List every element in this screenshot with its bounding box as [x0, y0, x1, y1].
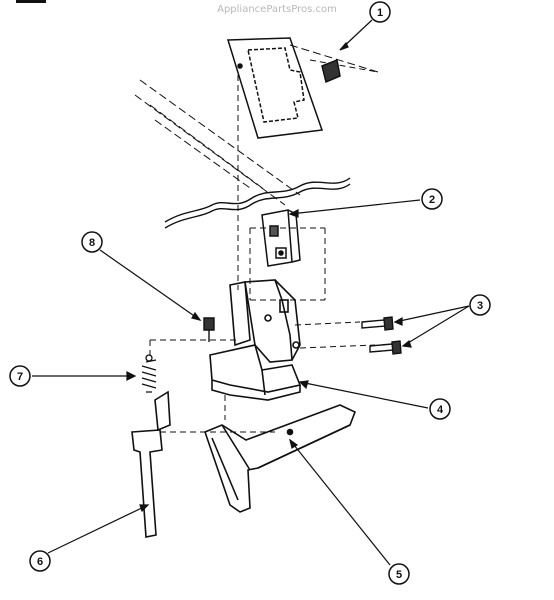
corner-mark	[16, 0, 46, 3]
callout-1: 1	[369, 1, 391, 23]
leader-lines	[32, 19, 470, 566]
part-6-actuator-rod	[131, 390, 171, 538]
part-7-spring	[141, 354, 157, 393]
part-1-lock-bezel	[226, 37, 341, 139]
callout-1-label: 1	[377, 7, 383, 19]
part-3-screws	[361, 316, 402, 355]
callout-4: 4	[429, 398, 451, 420]
callout-2-label: 2	[429, 194, 435, 206]
cabinet-outline	[134, 44, 379, 229]
callout-2: 2	[421, 188, 443, 210]
watermark-text: AppliancePartsPros.com	[217, 4, 337, 15]
part-8-screw	[203, 317, 215, 342]
callout-3-label: 3	[477, 300, 483, 312]
callout-7-label: 7	[17, 371, 23, 383]
callout-6: 6	[29, 550, 51, 572]
part-4-lock-bracket	[209, 279, 302, 401]
callout-8: 8	[81, 231, 103, 253]
part-2-lid-switch	[261, 209, 301, 267]
callout-4-label: 4	[437, 404, 444, 416]
assembly-guide-lines	[149, 75, 376, 433]
callout-8-label: 8	[89, 237, 95, 249]
part-5-actuator-lever	[203, 404, 357, 513]
callout-5-label: 5	[396, 569, 402, 581]
callout-3: 3	[469, 294, 491, 316]
callout-7: 7	[9, 365, 31, 387]
callout-5: 5	[388, 563, 410, 585]
callout-6-label: 6	[37, 556, 43, 568]
